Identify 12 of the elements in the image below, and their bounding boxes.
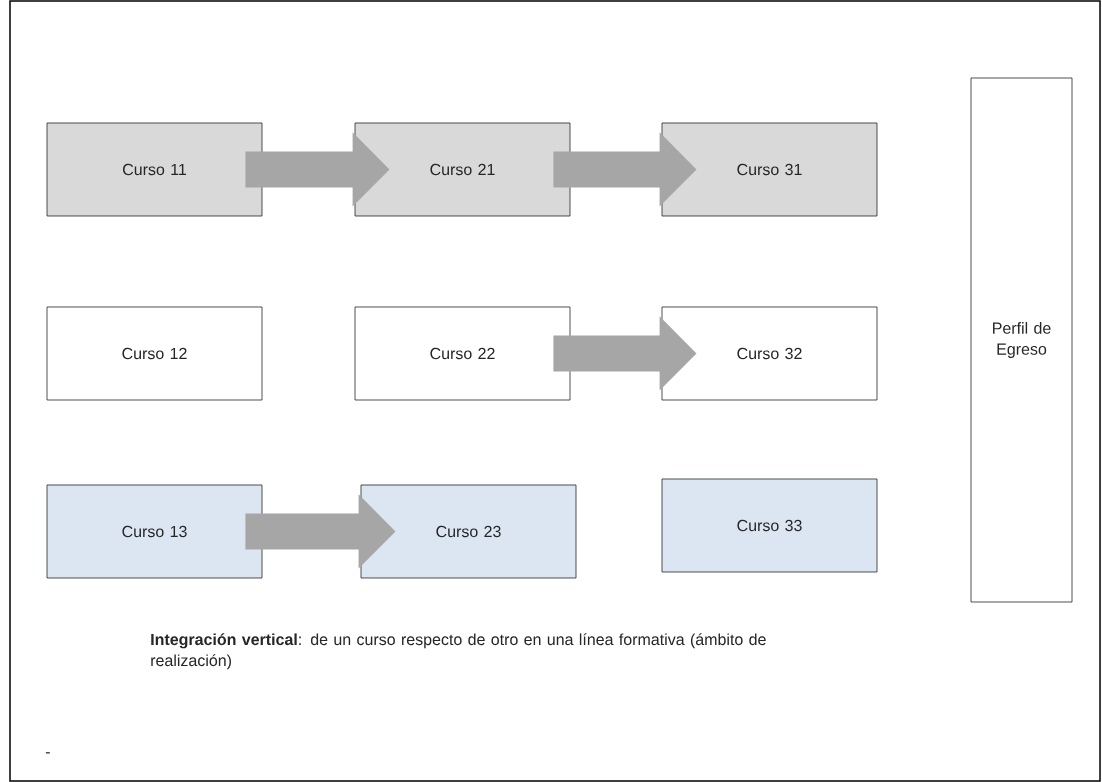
course-box: Curso 22 [354, 306, 571, 401]
profile-box: Perfil de Egreso [970, 77, 1073, 603]
course-box: Curso 13 [46, 484, 263, 579]
dash-mark: - [45, 752, 50, 754]
course-box: Curso 32 [661, 306, 878, 401]
course-box: Curso 23 [360, 484, 577, 579]
course-box: Curso 12 [46, 306, 263, 401]
course-box: Curso 31 [661, 122, 878, 217]
course-box: Curso 33 [661, 478, 878, 573]
course-box: Curso 11 [46, 122, 263, 217]
caption-text: Integración vertical: de un curso respecto de otro en una línea formativa (ámbito de realización) [151, 633, 766, 670]
course-box: Curso 21 [354, 122, 571, 217]
